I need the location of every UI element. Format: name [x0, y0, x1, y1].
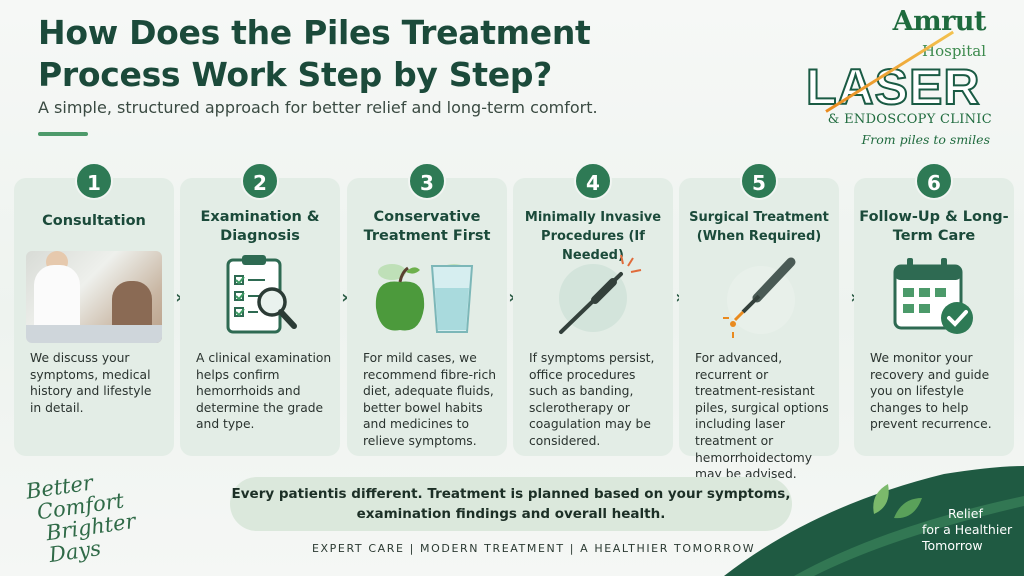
page-subtitle: A simple, structured approach for better… — [38, 98, 598, 117]
step-number: 5 — [740, 162, 778, 200]
logo-brand: Amrut — [892, 6, 987, 37]
step-description: If symptoms persist, office procedures s… — [529, 351, 655, 448]
page-title: How Does the Piles Treatment Process Wor… — [38, 13, 591, 94]
step-description: For mild cases, we recommend fibre-rich … — [363, 351, 497, 448]
relief-line-1: Relief — [948, 506, 983, 521]
step-title: Examination & Diagnosis — [200, 209, 320, 244]
logo-clinic: & ENDOSCOPY CLINIC — [827, 112, 992, 127]
calendar-check-icon — [866, 250, 1002, 344]
step-number: 4 — [574, 162, 612, 200]
step-card-1: 1 Consultation We discuss your symptoms,… — [14, 162, 174, 456]
relief-text: Relief for a Healthier Tomorrow — [922, 506, 1012, 554]
chevron-right-icon: › — [847, 288, 861, 308]
step-number: 2 — [241, 162, 279, 200]
logo-tagline: From piles to smiles — [861, 132, 990, 147]
step-description: A clinical examination helps confirm hem… — [196, 351, 332, 432]
step-card-2: 2 Examination & Diagnosis A clinical exa… — [180, 162, 340, 456]
chevron-right-icon: › — [508, 287, 516, 308]
slogan: Better Comfort Brighter Days — [24, 460, 186, 568]
step-title: Consultation — [42, 213, 146, 229]
clinic-logo: Amrut Hospital LASER & ENDOSCOPY CLINIC … — [800, 6, 1000, 156]
logo-sub: Hospital — [922, 42, 986, 60]
step-title: Follow-Up & Long-Term Care — [859, 209, 1009, 244]
step-card-4: 4 Minimally Invasive Procedures (If Need… — [513, 162, 673, 456]
step-description: We monitor your recovery and guide you o… — [870, 351, 992, 432]
step-title: Conservative Treatment First — [363, 209, 491, 244]
decorative-wave — [724, 466, 1024, 576]
footer-tagline: EXPERT CARE | MODERN TREATMENT | A HEALT… — [312, 542, 756, 555]
relief-line-2: for a Healthier — [922, 522, 1013, 537]
step-card-6: 6 Follow-Up & Long-Term Care We monitor … — [854, 162, 1014, 456]
relief-line-3: Tomorrow — [922, 538, 983, 553]
chevron-right-icon: › — [175, 287, 183, 308]
title-underline — [38, 132, 88, 136]
laser-device-icon — [691, 250, 827, 344]
step-description: For advanced, recurrent or treatment-res… — [695, 351, 829, 482]
chevron-right-icon: › — [672, 288, 686, 308]
step-card-5: 5 Surgical Treatment (When Required) For… — [679, 162, 839, 481]
apple-water-icon — [359, 250, 495, 344]
info-note: Every patientis different. Treatment is … — [230, 477, 792, 531]
step-number: 6 — [915, 162, 953, 200]
clipboard-magnifier-icon — [192, 250, 328, 344]
step-number: 3 — [408, 162, 446, 200]
step-number: 1 — [75, 162, 113, 200]
step-title: Minimally Invasive Procedures (If Needed… — [524, 210, 662, 263]
step-card-3: 3 Conservative Treatment First For mild … — [347, 162, 507, 456]
step-description: We discuss your symptoms, medical histor… — [30, 351, 152, 415]
step-title: Surgical Treatment (When Required) — [689, 210, 829, 244]
chevron-right-icon: › — [341, 287, 349, 308]
procedure-probe-icon — [525, 250, 661, 344]
doctor-consultation-photo — [26, 250, 162, 344]
